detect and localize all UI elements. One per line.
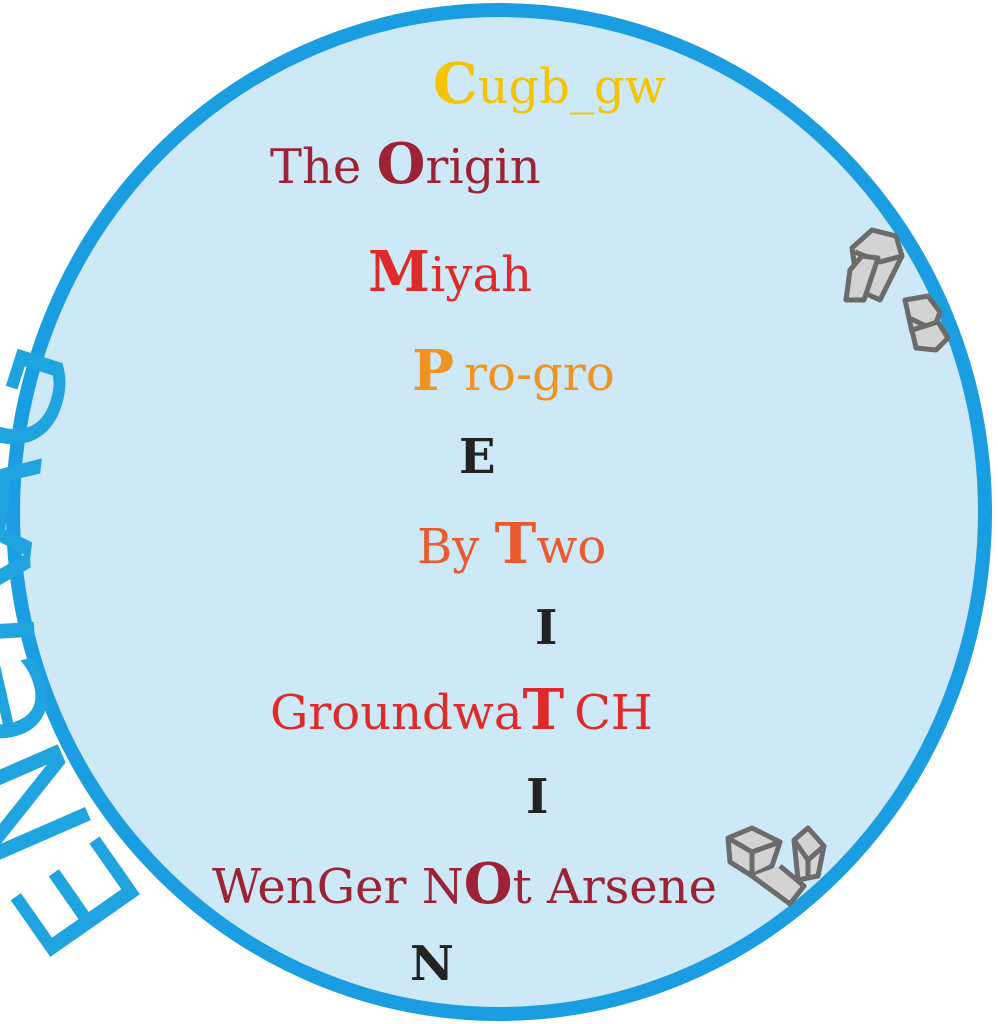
acronym-line-i1: I <box>535 600 558 656</box>
crystal-cluster-icon <box>725 825 827 907</box>
acronym-line-o: The Origin <box>270 131 541 197</box>
acronym-line-c: Cugb_gw <box>433 51 666 117</box>
acronym-line-e: E <box>459 429 496 485</box>
acronym-line-t1: By Two <box>417 511 607 577</box>
crystal-cluster-icon <box>843 227 951 353</box>
acronym-line-m: Miyah <box>368 239 532 305</box>
acronym-line-n: N <box>410 936 454 992</box>
badge-ring <box>6 3 992 1021</box>
acronym-line-o2: WenGer NOt Arsene <box>212 851 717 917</box>
acronym-line-i2: I <box>526 769 549 825</box>
